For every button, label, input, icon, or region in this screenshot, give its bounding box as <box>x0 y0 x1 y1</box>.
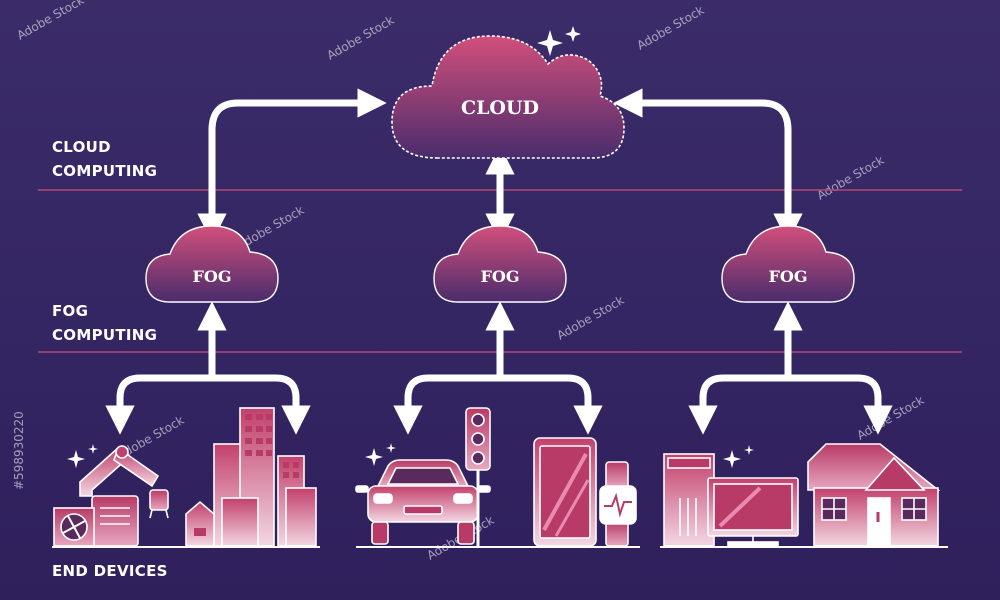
fog-label-center: FOG <box>481 267 520 286</box>
cloud-label: CLOUD <box>461 97 539 119</box>
device-group-right <box>663 443 941 547</box>
fog-shape-left <box>145 225 279 303</box>
fog-node-center: FOG <box>433 225 567 303</box>
fog-label-right: FOG <box>769 267 808 286</box>
car-icon <box>355 459 491 545</box>
arrow-fog-left-split <box>105 374 311 435</box>
desktop-monitor-icon <box>707 477 799 547</box>
traffic-light-icon <box>465 407 491 546</box>
section-fog-line1: FOG <box>52 302 88 320</box>
section-cloud-line1: CLOUD <box>52 138 111 156</box>
fog-node-left: FOG <box>145 225 279 303</box>
fan-unit-icon <box>53 507 95 547</box>
server-tower-icon <box>663 453 715 547</box>
device-group-left <box>53 407 317 547</box>
sparkle-icon <box>537 26 581 56</box>
cloud-node: CLOUD <box>391 26 625 159</box>
watermark-7: Adobe Stock <box>855 393 927 443</box>
house-icon <box>807 443 941 547</box>
watermark-4: Adobe Stock <box>815 153 887 203</box>
arrows-fog-devices <box>105 301 893 435</box>
sparkle-icon <box>365 443 396 466</box>
cloud-shape <box>391 35 625 159</box>
fog-node-right: FOG <box>721 225 855 303</box>
arrow-cloud-fog-right <box>613 88 803 243</box>
sparkle-icon <box>67 444 98 468</box>
smartwatch-icon <box>599 461 637 547</box>
city-buildings-icon <box>185 407 317 547</box>
arrow-cloud-fog-left <box>197 88 387 243</box>
watermark-3: Adobe Stock <box>635 3 707 53</box>
fog-shape-center <box>433 225 567 303</box>
device-group-center <box>355 407 637 547</box>
fog-shape-right <box>721 225 855 303</box>
watermark-2: Adobe Stock <box>325 13 397 63</box>
arrows-cloud-fog <box>197 88 803 243</box>
watermark-6: Adobe Stock <box>555 293 627 343</box>
fog-label-left: FOG <box>193 267 232 286</box>
stock-id: #598930220 <box>12 411 26 490</box>
section-fog-line2: COMPUTING <box>52 326 157 344</box>
arrow-fog-right-split <box>688 374 893 435</box>
section-cloud-line2: COMPUTING <box>52 162 157 180</box>
tablet-icon <box>533 437 597 547</box>
sparkle-icon <box>723 445 754 468</box>
watermark-1: Adobe Stock <box>15 0 87 43</box>
arrow-fog-center-split <box>393 374 603 435</box>
section-end-devices: END DEVICES <box>52 562 168 580</box>
